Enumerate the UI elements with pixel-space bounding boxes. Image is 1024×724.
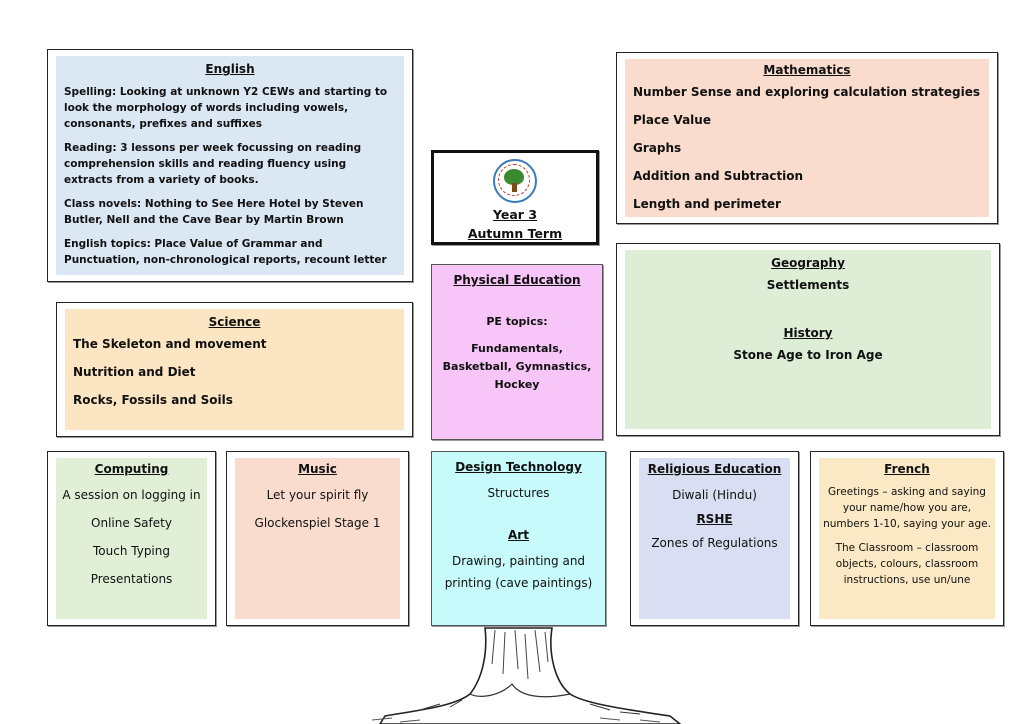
maths-item: Number Sense and exploring calculation s…	[633, 85, 981, 99]
computing-item: Presentations	[90, 572, 173, 586]
computing-item: A session on logging in	[62, 488, 201, 502]
science-item: Rocks, Fossils and Soils	[73, 393, 233, 407]
history-title: History	[783, 326, 833, 340]
music-item: Let your spirit fly	[266, 488, 369, 502]
english-spelling: Spelling: Looking at unknown Y2 CEWs and…	[64, 86, 388, 130]
music-item: Glockenspiel Stage 1	[254, 516, 381, 530]
music-panel: Music Let your spirit fly Glockenspiel S…	[226, 451, 409, 626]
maths-item: Addition and Subtraction	[633, 169, 804, 183]
pe-title: Physical Education	[453, 273, 581, 287]
english-panel: English Spelling: Looking at unknown Y2 …	[47, 49, 413, 282]
pe-panel: Physical Education PE topics: Fundamenta…	[431, 264, 603, 440]
dt-text: Structures	[487, 486, 550, 500]
rshe-text: Zones of Regulations	[651, 536, 778, 550]
maths-item: Place Value	[633, 113, 711, 127]
tree-trunk-illustration	[371, 627, 682, 724]
maths-title: Mathematics	[763, 63, 851, 77]
maths-panel: Mathematics Number Sense and exploring c…	[616, 52, 998, 224]
geography-history-panel: Geography Settlements History Stone Age …	[616, 243, 1000, 436]
music-title: Music	[298, 462, 337, 476]
english-title: English	[205, 62, 255, 76]
re-title: Religious Education	[647, 462, 782, 476]
french-panel: French Greetings – asking and saying you…	[810, 451, 1004, 626]
year-label: Year 3	[492, 207, 538, 222]
geography-title: Geography	[771, 256, 845, 270]
rshe-title: RSHE	[696, 512, 733, 526]
computing-panel: Computing A session on logging in Online…	[47, 451, 216, 626]
geography-text: Settlements	[766, 278, 850, 292]
re-rshe-panel: Religious Education Diwali (Hindu) RSHE …	[630, 451, 799, 626]
art-title: Art	[508, 528, 529, 542]
history-text: Stone Age to Iron Age	[733, 348, 883, 362]
school-logo-icon	[493, 159, 537, 203]
re-text: Diwali (Hindu)	[672, 488, 757, 502]
science-item: Nutrition and Diet	[73, 365, 196, 379]
pe-label: PE topics:	[486, 315, 548, 328]
english-novels: Class novels: Nothing to See Here Hotel …	[64, 198, 364, 226]
year-term-card: Year 3 Autumn Term	[431, 150, 599, 245]
term-label: Autumn Term	[467, 226, 563, 241]
french-greetings: Greetings – asking and saying your name/…	[823, 486, 991, 530]
art-text: Drawing, painting and printing (cave pai…	[444, 554, 593, 590]
maths-item: Length and perimeter	[633, 197, 781, 211]
computing-title: Computing	[94, 462, 169, 476]
computing-item: Touch Typing	[93, 544, 170, 558]
dt-art-panel: Design Technology Structures Art Drawing…	[431, 451, 606, 626]
french-classroom: The Classroom – classroom objects, colou…	[835, 542, 979, 586]
pe-topics: Fundamentals, Basketball, Gymnastics, Ho…	[442, 342, 592, 391]
french-title: French	[884, 462, 930, 476]
maths-item: Graphs	[633, 141, 682, 155]
computing-item: Online Safety	[91, 516, 172, 530]
english-topics: English topics: Place Value of Grammar a…	[64, 238, 387, 266]
science-item: The Skeleton and movement	[73, 337, 267, 351]
dt-title: Design Technology	[455, 460, 582, 474]
science-panel: Science The Skeleton and movement Nutrit…	[56, 302, 413, 437]
english-reading: Reading: 3 lessons per week focussing on…	[64, 142, 362, 186]
science-title: Science	[208, 315, 261, 329]
